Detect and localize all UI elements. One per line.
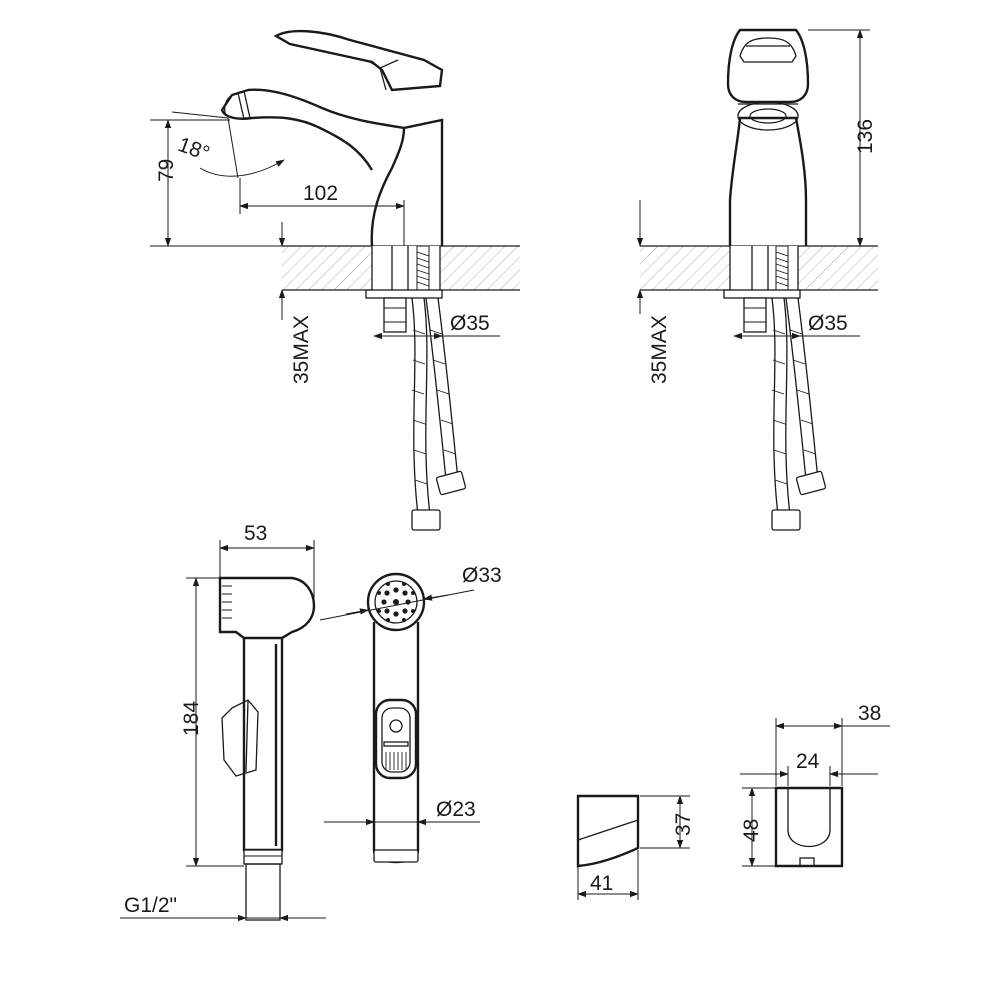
max-thickness-front-label: 35MAX — [648, 315, 671, 384]
faucet-side-view: 18° 79 102 35MAX Ø35 — [150, 29, 520, 531]
hand-shower-front-view: Ø33 Ø23 — [319, 564, 502, 864]
faucet-front-view: 136 35MAX Ø35 — [636, 28, 878, 531]
diameter-35-front-label: Ø35 — [808, 312, 848, 335]
depth-41-label: 41 — [590, 872, 613, 895]
flex-hose — [411, 297, 419, 516]
thread-label: G1/2" — [124, 894, 177, 917]
diameter-33-label: Ø33 — [462, 564, 502, 587]
holder-front-view: 38 24 48 — [740, 702, 890, 868]
shower-trigger-side — [221, 699, 259, 777]
faucet-body-side — [370, 118, 444, 247]
faucet-handle-front — [726, 28, 810, 104]
shower-head-side — [218, 576, 316, 640]
hand-shower-side-view: 53 184 G1/2" — [120, 522, 326, 922]
shower-trigger-front — [374, 698, 418, 780]
angle-label: 18° — [175, 133, 213, 165]
diameter-23-label: Ø23 — [436, 798, 476, 821]
spray-nozzles — [377, 582, 415, 622]
reach-102-label: 102 — [303, 182, 338, 205]
height-184-label: 184 — [180, 701, 203, 736]
width-38-label: 38 — [858, 702, 881, 725]
height-79-label: 79 — [155, 159, 178, 182]
width-24-label: 24 — [796, 750, 820, 773]
faucet-handle-side — [273, 29, 444, 92]
max-thickness-label: 35MAX — [290, 315, 313, 384]
holder-front-outline — [774, 786, 844, 868]
shower-head-front — [366, 572, 426, 632]
height-48-label: 48 — [740, 819, 763, 842]
faucet-body-front — [728, 116, 808, 246]
height-37-label: 37 — [672, 813, 695, 836]
height-136-label: 136 — [854, 119, 877, 154]
holder-side-outline — [576, 794, 640, 868]
holder-side-view: 37 41 — [576, 794, 695, 900]
diameter-35-label: Ø35 — [450, 312, 490, 335]
faucet-spout-side — [220, 88, 405, 171]
width-53-label: 53 — [244, 522, 267, 545]
